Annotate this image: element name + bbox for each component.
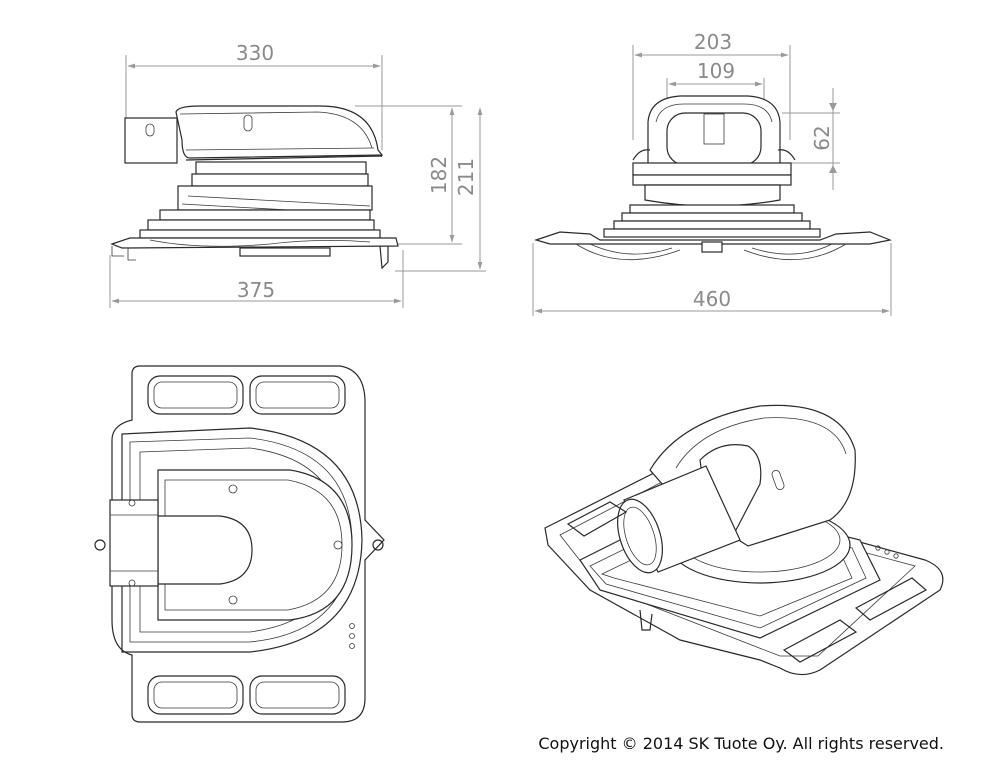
dimension-label-375: 375	[237, 278, 275, 302]
dimension-side-bottom-width: 375	[109, 250, 404, 308]
dimension-label-460: 460	[693, 287, 731, 311]
dimension-label-182: 182	[427, 156, 451, 194]
side-view-body	[110, 105, 399, 270]
front-view-body	[533, 95, 893, 261]
top-view-pads-upper	[147, 375, 346, 415]
side-view: 330 375 182 211	[109, 41, 486, 308]
dimension-front-top-width: 203	[632, 30, 791, 140]
isometric-view	[544, 404, 944, 676]
front-view: 203 109 62 460	[532, 30, 893, 316]
dimension-front-bottom-width: 460	[532, 243, 892, 316]
top-view-pads-lower	[147, 675, 346, 715]
dimension-label-203: 203	[694, 30, 732, 54]
dimension-label-109: 109	[697, 59, 735, 83]
dimension-label-330: 330	[236, 41, 274, 65]
dimension-label-62: 62	[810, 125, 834, 150]
dimension-side-top-width: 330	[125, 41, 383, 150]
dimension-front-height: 62	[782, 88, 840, 190]
copyright-notice: Copyright © 2014 SK Tuote Oy. All rights…	[538, 734, 944, 753]
dimension-label-211: 211	[454, 158, 478, 196]
top-view	[94, 365, 385, 723]
